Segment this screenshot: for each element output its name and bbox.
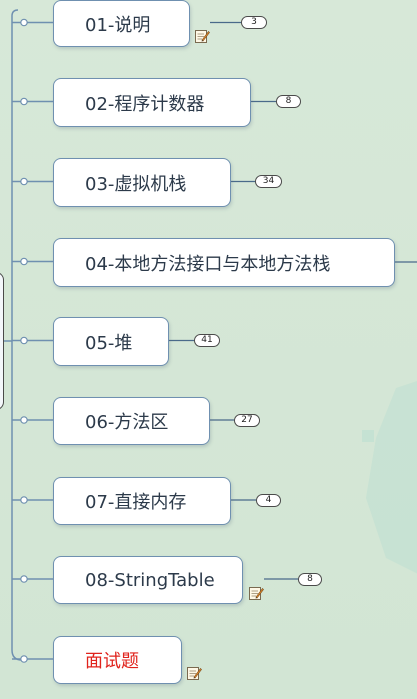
topic-node[interactable]: 06-方法区 bbox=[53, 397, 210, 445]
collapse-circle-icon[interactable] bbox=[20, 336, 28, 345]
topic-label: 04-本地方法接口与本地方法栈 bbox=[85, 253, 331, 275]
root-topic-edge[interactable] bbox=[0, 272, 4, 410]
topic-label: 08-StringTable bbox=[85, 569, 215, 591]
topic-node[interactable]: 08-StringTable bbox=[53, 556, 243, 604]
topic-label: 面试题 bbox=[85, 651, 139, 672]
collapse-circle-icon[interactable] bbox=[20, 257, 28, 266]
topic-node[interactable]: 面试题 bbox=[53, 636, 182, 684]
topic-node[interactable]: 07-直接内存 bbox=[53, 477, 231, 525]
topic-node[interactable]: 04-本地方法接口与本地方法栈 bbox=[53, 238, 395, 287]
topic-node[interactable]: 02-程序计数器 bbox=[53, 78, 251, 127]
topic-label: 06-方法区 bbox=[85, 412, 169, 433]
collapse-circle-icon[interactable] bbox=[20, 575, 28, 583]
topic-node[interactable]: 05-堆 bbox=[53, 317, 169, 366]
collapsed-count-badge[interactable]: 8 bbox=[298, 572, 322, 586]
note-pencil-icon[interactable] bbox=[186, 665, 202, 681]
collapsed-count-badge[interactable]: 3 bbox=[241, 16, 267, 29]
collapse-circle-icon[interactable] bbox=[20, 496, 28, 504]
collapse-circle-icon[interactable] bbox=[20, 655, 28, 663]
topic-node[interactable]: 03-虚拟机栈 bbox=[53, 158, 231, 207]
topic-label: 02-程序计数器 bbox=[85, 93, 205, 115]
collapse-circle-icon[interactable] bbox=[20, 177, 28, 186]
collapse-circle-icon[interactable] bbox=[20, 97, 28, 106]
topic-label: 03-虚拟机栈 bbox=[85, 173, 187, 195]
topic-label: 05-堆 bbox=[85, 332, 133, 354]
collapsed-count-badge[interactable]: 4 bbox=[256, 493, 281, 507]
note-pencil-icon[interactable] bbox=[248, 585, 264, 601]
topic-label: 01-说明 bbox=[85, 14, 151, 36]
topic-label: 07-直接内存 bbox=[85, 492, 187, 513]
collapse-circle-icon[interactable] bbox=[20, 416, 28, 424]
topic-node[interactable]: 01-说明 bbox=[53, 0, 190, 47]
collapsed-count-badge[interactable]: 41 bbox=[194, 334, 220, 347]
collapsed-count-badge[interactable]: 34 bbox=[255, 175, 282, 188]
note-pencil-icon[interactable] bbox=[194, 28, 210, 44]
collapsed-count-badge[interactable]: 27 bbox=[234, 413, 260, 427]
watermark-logo bbox=[362, 381, 417, 574]
collapse-circle-icon[interactable] bbox=[20, 18, 28, 27]
collapsed-count-badge[interactable]: 8 bbox=[276, 95, 301, 108]
